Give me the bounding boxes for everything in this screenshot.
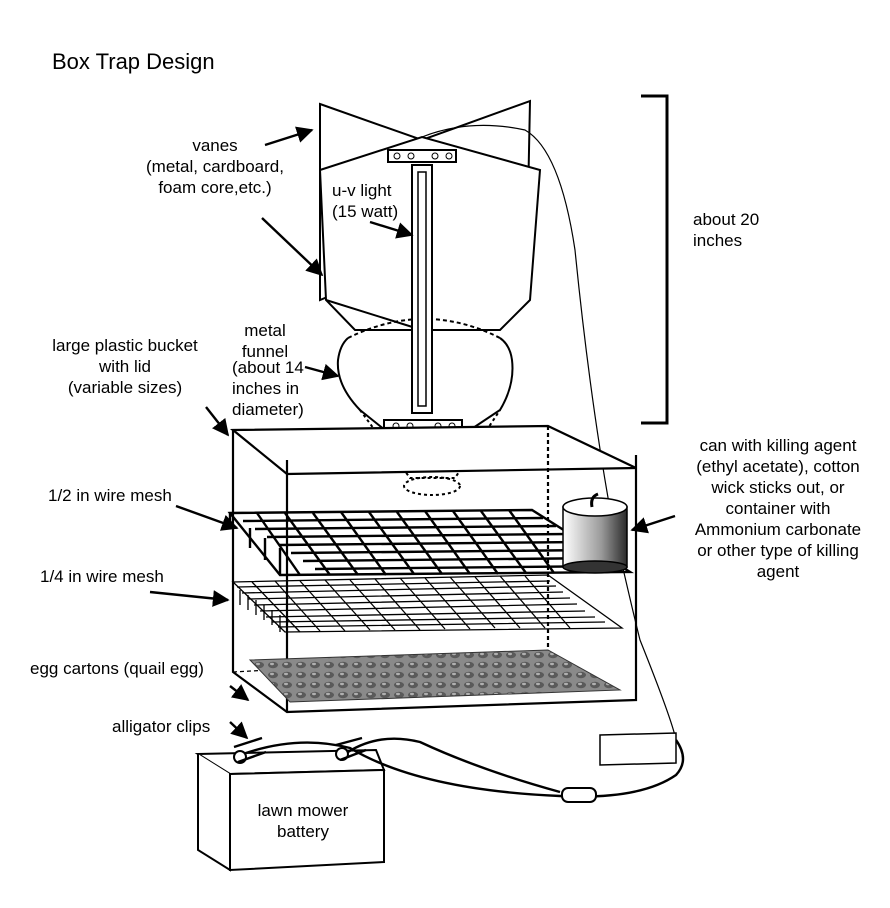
quarter-inch-mesh	[231, 574, 624, 633]
funnel-label: metal funnel	[241, 321, 289, 361]
uv-light-tube	[367, 149, 477, 449]
battery-label: lawn mower battery	[257, 801, 349, 841]
funnel-size-label: (about 14 inches in diameter)	[232, 358, 304, 419]
vanes-label: vanes (metal, cardboard, foam core,etc.)	[146, 136, 284, 197]
height-label: about 20 inches	[693, 210, 760, 250]
killing-agent-label: can with killing agent (ethyl acetate), …	[694, 436, 862, 581]
switch-box	[599, 732, 677, 766]
half-mesh-label: 1/2 in wire mesh	[48, 486, 172, 505]
clips-label: alligator clips	[112, 717, 211, 736]
power-wire	[421, 124, 677, 741]
quarter-mesh-label: 1/4 in wire mesh	[40, 567, 164, 586]
page-title: Box Trap Design	[52, 49, 215, 74]
egg-cartons-label: egg cartons (quail egg)	[30, 659, 204, 678]
uv-light-label: u-v light (15 watt)	[332, 181, 399, 221]
bucket-label: large plastic bucket with lid (variable …	[52, 336, 198, 397]
killing-agent-can	[562, 492, 628, 574]
battery	[194, 747, 386, 872]
battery-wires	[233, 736, 685, 798]
inline-fuse	[561, 787, 597, 803]
height-bracket	[641, 94, 669, 425]
pointer-arrows	[149, 126, 676, 740]
egg-cartons	[248, 649, 622, 703]
